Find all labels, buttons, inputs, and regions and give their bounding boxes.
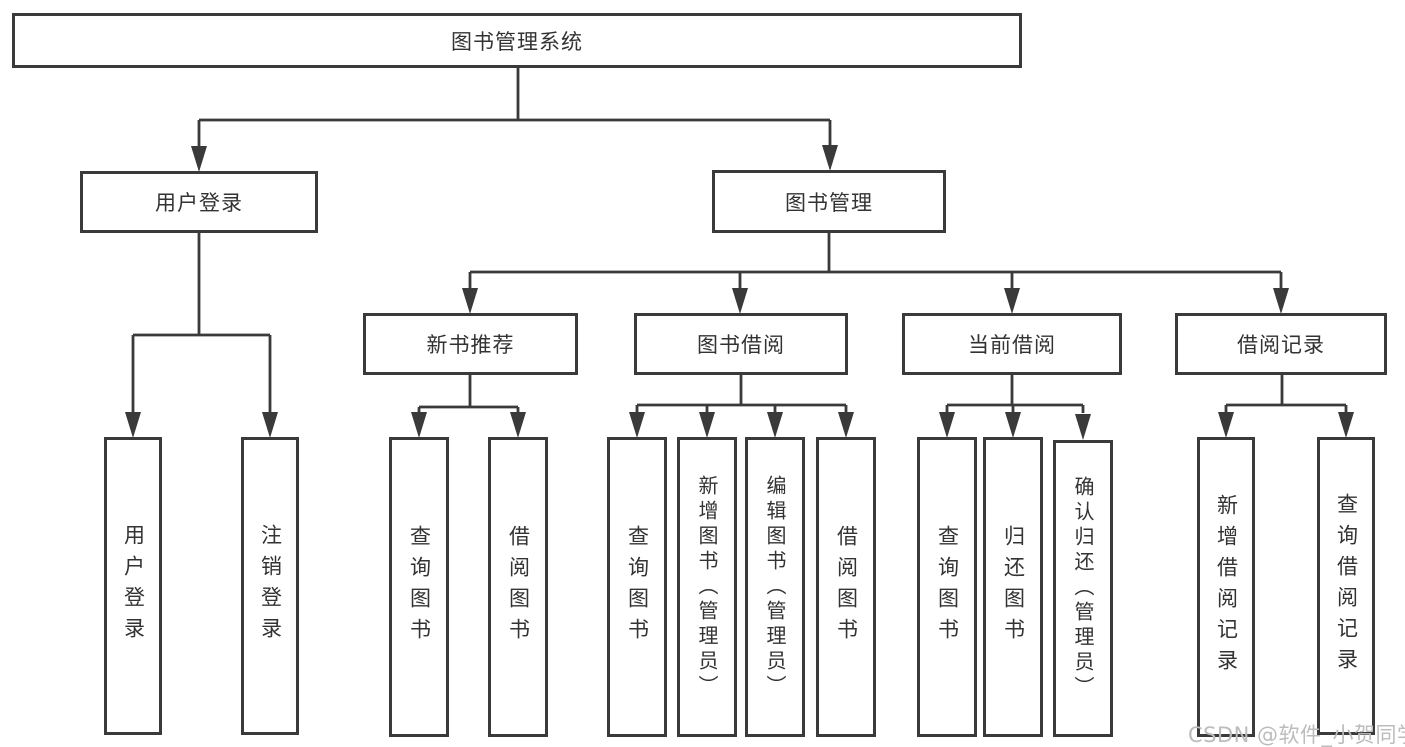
arrow-to-current-borrow — [1004, 288, 1020, 314]
node-book-management: 图书管理 — [712, 170, 946, 233]
arrow-to-user-login — [191, 146, 207, 172]
connector-user-login-branch — [131, 233, 272, 413]
leaf-confirm-return-admin: 确认归还（管理员） — [1053, 440, 1113, 737]
arrow-to-leaf-borrow-books-b — [510, 412, 526, 438]
leaf-logout: 注销登录 — [241, 437, 299, 735]
leaf-query-borrow-record: 查询借阅记录 — [1317, 437, 1375, 735]
arrow-to-leaf-query-books-d — [939, 412, 955, 438]
arrow-to-book-borrow — [732, 288, 748, 314]
leaf-add-books-admin: 新增图书（管理员） — [677, 437, 737, 737]
arrow-to-leaf-logout — [262, 412, 278, 438]
node-new-book-recommend: 新书推荐 — [363, 313, 578, 375]
leaf-borrow-books: 借阅图书 — [816, 437, 876, 737]
leaf-edit-books-admin: 编辑图书（管理员） — [745, 437, 805, 737]
arrow-to-new-book-recommend — [462, 288, 478, 314]
arrow-to-leaf-add-record — [1218, 412, 1234, 438]
connector-book-management-branch — [468, 233, 1283, 290]
connector-root-to-level2 — [197, 68, 832, 148]
connector-book-borrow-branch — [635, 375, 848, 413]
leaf-borrow-books-recommend: 借阅图书 — [488, 437, 548, 737]
leaf-query-books-current: 查询图书 — [917, 437, 977, 737]
arrow-to-borrow-records — [1273, 288, 1289, 314]
leaf-query-books-borrow: 查询图书 — [607, 437, 667, 737]
arrow-to-leaf-query-books-b — [411, 412, 427, 438]
leaf-user-login: 用户登录 — [104, 437, 162, 735]
node-user-login: 用户登录 — [80, 171, 318, 233]
arrow-to-leaf-query-record — [1338, 412, 1354, 438]
arrow-to-leaf-confirm-return — [1075, 414, 1091, 440]
leaf-add-borrow-record: 新增借阅记录 — [1197, 437, 1255, 737]
node-current-borrow: 当前借阅 — [902, 313, 1122, 375]
arrow-to-leaf-return-books — [1005, 412, 1021, 438]
arrow-to-leaf-query-books-c — [629, 412, 645, 438]
node-borrow-records: 借阅记录 — [1175, 313, 1387, 375]
leaf-query-books-recommend: 查询图书 — [389, 437, 449, 737]
connector-current-borrow-branch — [945, 375, 1085, 413]
node-root-library-system: 图书管理系统 — [12, 13, 1022, 68]
arrow-to-leaf-borrow-books-c — [838, 412, 854, 438]
csdn-watermark: CSDN @软件_小贺同学 — [1188, 723, 1405, 747]
arrow-to-leaf-user-login — [125, 412, 141, 438]
node-book-borrow: 图书借阅 — [634, 313, 848, 375]
arrow-to-leaf-edit-books — [767, 412, 783, 438]
arrow-to-leaf-add-books — [699, 412, 715, 438]
leaf-return-books: 归还图书 — [983, 437, 1043, 737]
arrow-to-book-management — [822, 145, 838, 171]
connector-borrow-records-branch — [1224, 375, 1348, 413]
connector-new-book-branch — [417, 375, 520, 413]
